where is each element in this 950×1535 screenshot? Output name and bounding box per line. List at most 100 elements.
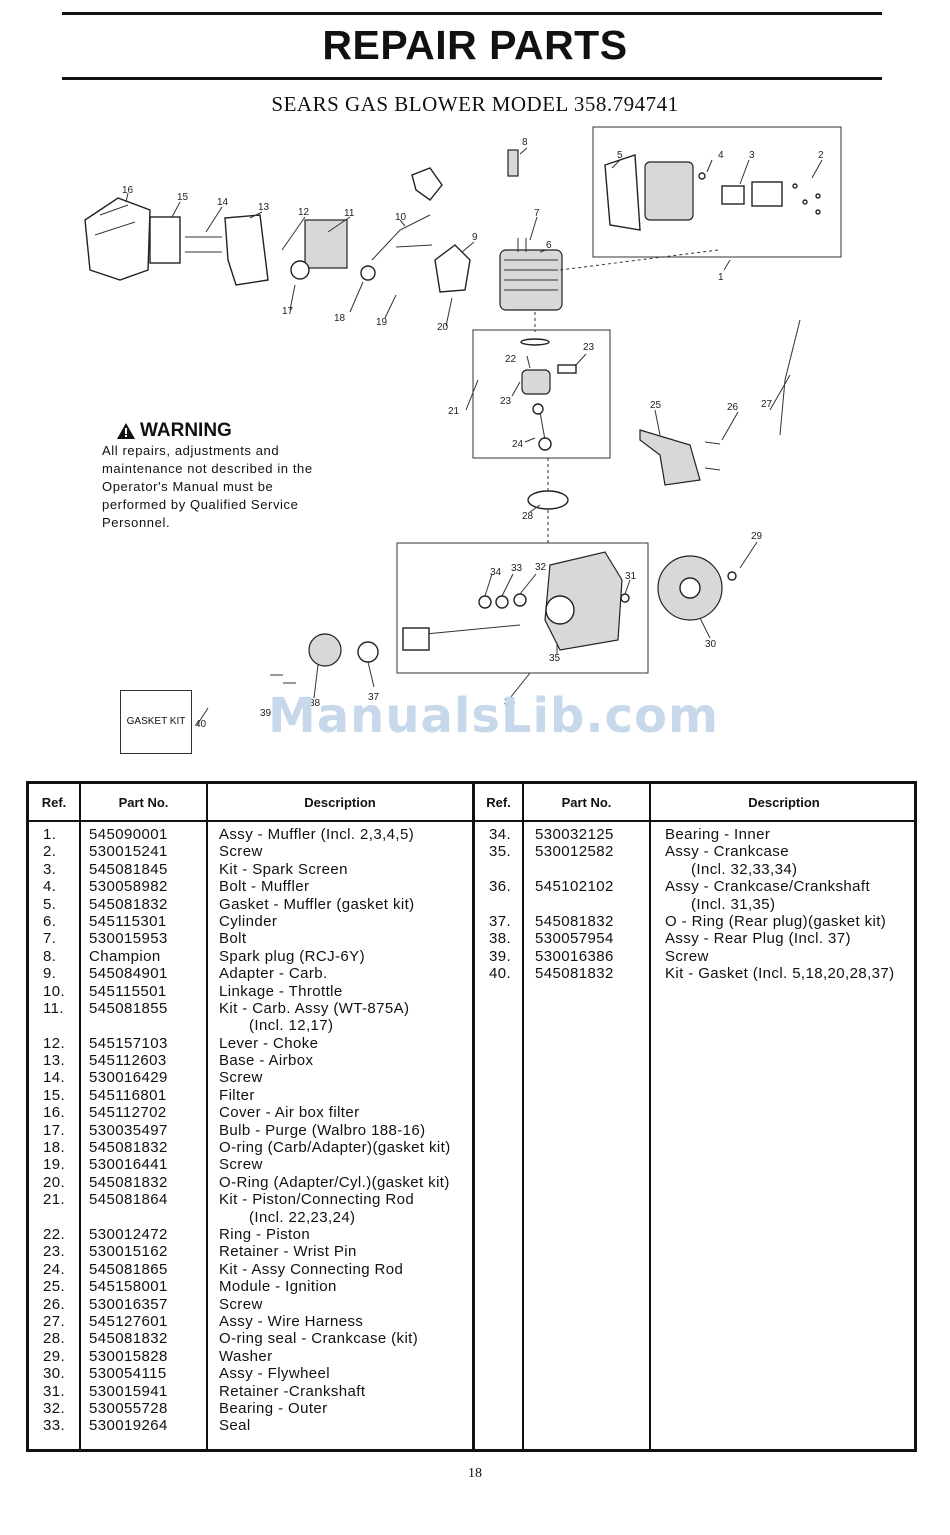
row-part-number: 545081865	[89, 1260, 168, 1278]
row-description: Bolt - Muffler	[219, 878, 310, 896]
row-ref: 11.	[43, 999, 64, 1017]
callout-23-a: 23	[583, 342, 595, 353]
row-ref: 5.	[43, 895, 57, 913]
row-ref: 8.	[43, 947, 57, 965]
row-part-number: 545116801	[89, 1086, 167, 1104]
row-part-number: 530057954	[535, 930, 614, 948]
table-row: 11. 545081855 Kit - Carb. Assy (WT-875A)	[29, 1000, 472, 1017]
row-part-number: 545081855	[89, 999, 168, 1017]
table-row: (Incl. 32,33,34)	[475, 861, 917, 878]
callout-22: 22	[505, 354, 517, 365]
row-description: O - Ring (Rear plug)(gasket kit)	[665, 912, 887, 930]
row-ref: 21.	[43, 1191, 66, 1209]
row-description: Kit - Piston/Connecting Rod	[219, 1191, 415, 1209]
callout-17: 17	[282, 306, 294, 317]
row-ref: 15.	[43, 1086, 66, 1104]
row-part-number: 530054115	[89, 1365, 167, 1383]
row-part-number: 545157103	[89, 1034, 168, 1052]
row-description: (Incl. 31,35)	[691, 895, 776, 913]
row-description: Base - Airbox	[219, 1052, 314, 1070]
row-part-number: 545084901	[89, 965, 168, 983]
row-ref: 37.	[489, 912, 512, 930]
callout-9: 9	[472, 232, 478, 243]
header-desc-right: Description	[748, 794, 820, 810]
table-row: 31. 530015941 Retainer -Crankshaft	[29, 1383, 472, 1400]
row-part-number: 530032125	[535, 826, 614, 843]
row-part-number: 545127601	[89, 1312, 168, 1330]
row-description: Assy - Crankcase	[665, 843, 789, 861]
row-description: Seal	[219, 1417, 251, 1435]
row-description: Screw	[219, 1069, 263, 1087]
row-description: Screw	[219, 1295, 263, 1313]
callout-2: 2	[818, 150, 824, 161]
row-ref: 9.	[43, 965, 57, 983]
row-part-number: 530015241	[89, 843, 168, 861]
page-subtitle: SEARS GAS BLOWER MODEL 358.794741	[271, 92, 679, 116]
callout-19: 19	[376, 317, 388, 328]
row-description: Washer	[219, 1347, 273, 1365]
row-description: Kit - Gasket (Incl. 5,18,20,28,37)	[665, 965, 895, 983]
row-ref: 1.	[43, 826, 57, 843]
row-description: Assy - Flywheel	[219, 1365, 331, 1383]
row-description: Assy - Crankcase/Crankshaft	[665, 878, 871, 896]
callout-33: 33	[511, 563, 523, 574]
row-description: Adapter - Carb.	[219, 965, 328, 983]
row-description: Ring - Piston	[219, 1225, 311, 1243]
row-ref: 32.	[43, 1399, 66, 1417]
row-description: Module - Ignition	[219, 1278, 337, 1296]
row-part-number: 545090001	[89, 826, 168, 843]
callout-10: 10	[395, 212, 407, 223]
row-part-number: 530015828	[89, 1347, 168, 1365]
row-description: Screw	[665, 947, 709, 965]
callout-37: 37	[368, 692, 380, 703]
row-ref: 22.	[43, 1225, 66, 1243]
row-description: O-Ring (Adapter/Cyl.)(gasket kit)	[219, 1173, 450, 1191]
callout-1: 1	[718, 272, 724, 283]
callout-39: 39	[260, 708, 272, 719]
row-part-number: 530015941	[89, 1382, 168, 1400]
callout-29: 29	[751, 531, 763, 542]
row-description: Kit - Spark Screen	[219, 860, 348, 878]
row-ref: 4.	[43, 878, 57, 896]
row-ref: 20.	[43, 1173, 66, 1191]
row-part-number: 530016357	[89, 1295, 168, 1313]
callout-20: 20	[437, 322, 449, 333]
row-ref: 31.	[43, 1382, 66, 1400]
row-ref: 39.	[489, 947, 512, 965]
row-part-number: Champion	[89, 947, 161, 965]
row-part-number: 530016429	[89, 1069, 168, 1087]
page-title: REPAIR PARTS	[322, 22, 628, 68]
row-part-number: 545081832	[535, 965, 614, 983]
row-ref: 35.	[489, 843, 512, 861]
row-description: Bolt	[219, 930, 247, 948]
row-description: Cover - Air box filter	[219, 1104, 360, 1122]
row-description: Bearing - Inner	[665, 826, 771, 843]
callout-32: 32	[535, 562, 547, 573]
warning-triangle-icon	[117, 423, 135, 439]
row-ref: 25.	[43, 1278, 66, 1296]
callout-7: 7	[534, 208, 540, 219]
row-description: Retainer -Crankshaft	[219, 1382, 366, 1400]
row-description: Kit - Carb. Assy (WT-875A)	[219, 999, 410, 1017]
row-description: Kit - Assy Connecting Rod	[219, 1260, 404, 1278]
row-description: (Incl. 22,23,24)	[249, 1208, 356, 1226]
diagram-callouts: 1 2 3 4 5 6 7 8 9 10 11 12 13 14 15 16 1…	[122, 137, 824, 730]
row-ref: 12.	[43, 1034, 66, 1052]
row-part-number: 530015953	[89, 930, 168, 948]
